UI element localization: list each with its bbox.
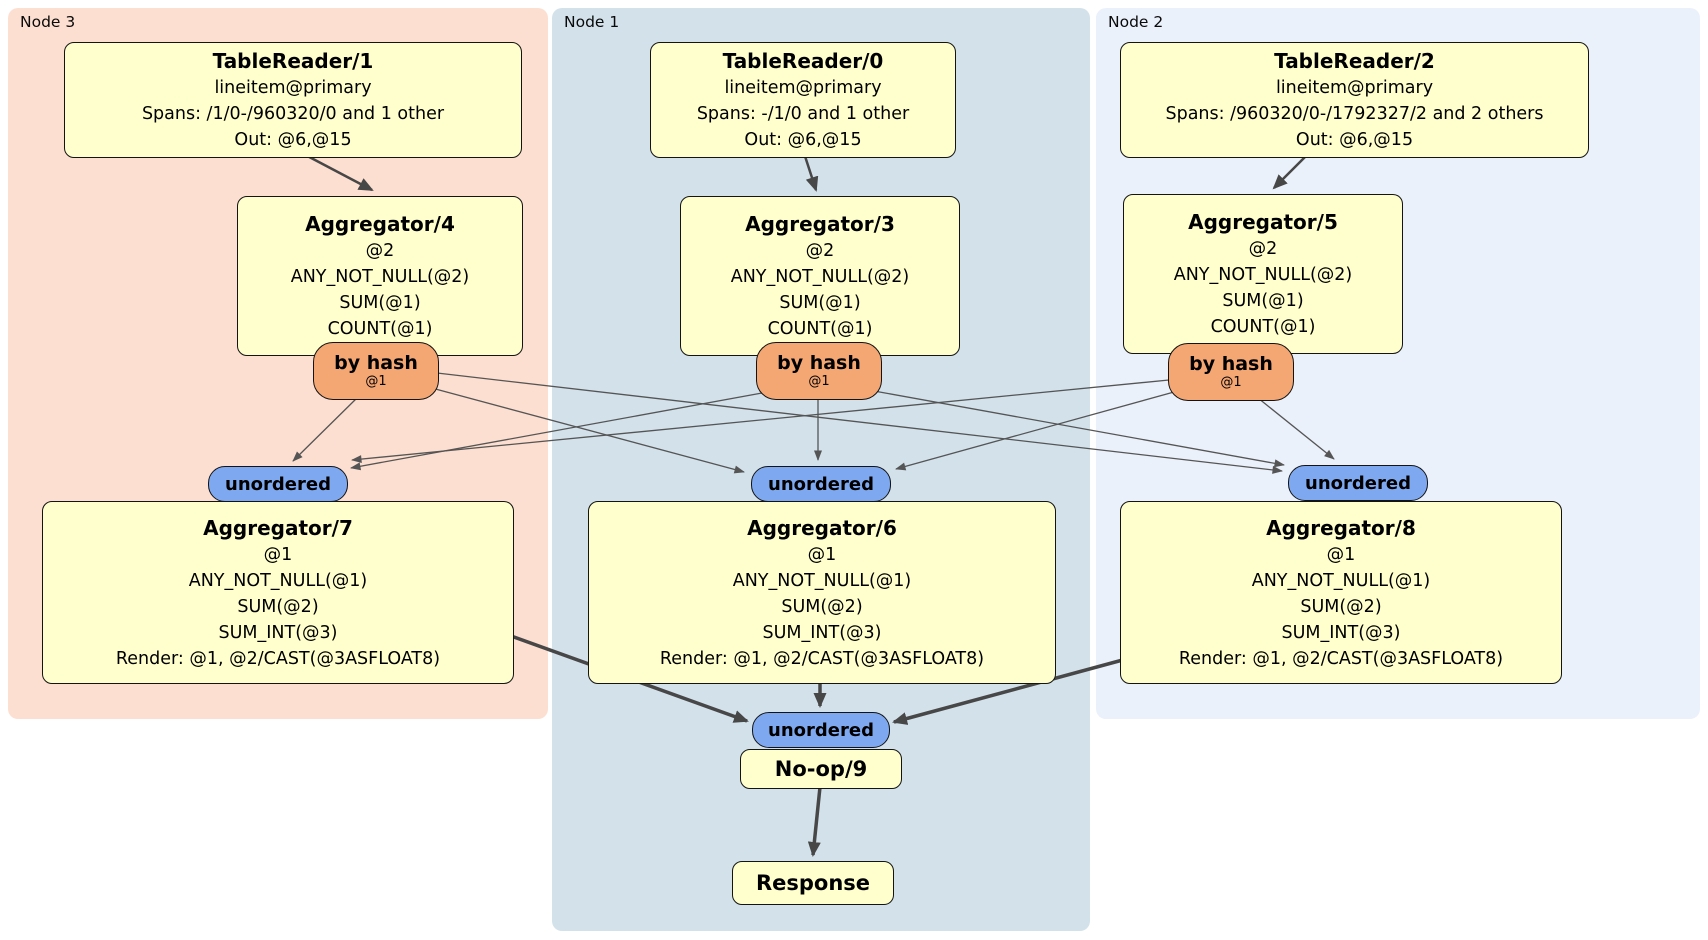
edge-hash3-unordered-right [873, 390, 1285, 468]
aggregator-4-fn-2: SUM(@1) [339, 293, 421, 313]
aggregator-6-fn-1: ANY_NOT_NULL(@1) [732, 570, 912, 591]
tablereader-2-title: TableReader/2 [1274, 49, 1435, 73]
noop-9-box: No-op/9 [740, 749, 902, 789]
aggregator-7-fn-3: SUM_INT(@3) [218, 622, 338, 643]
aggregator-8-title: Aggregator/8 [1266, 515, 1416, 540]
tablereader-2-box: TableReader/2 lineitem@primary Spans: /9… [1120, 42, 1589, 158]
aggregator-8-fn-3: SUM_INT(@3) [1281, 622, 1401, 643]
aggregator-7-fn-2: SUM(@2) [237, 596, 319, 617]
aggregator-4-fn-3: COUNT(@1) [327, 319, 433, 339]
tablereader-1-spans: Spans: /1/0-/960320/0 and 1 other [141, 104, 445, 124]
aggregator-3-fn-3: COUNT(@1) [767, 319, 873, 339]
aggregator-5-fn-1: ANY_NOT_NULL(@2) [1173, 265, 1353, 285]
aggregator-8-group-cols: @1 [1326, 544, 1356, 565]
by-hash-router-node3: by hash @1 [313, 342, 439, 400]
aggregator-3-fn-1: ANY_NOT_NULL(@2) [730, 267, 910, 287]
noop-9-title: No-op/9 [774, 757, 868, 781]
response-box: Response [732, 861, 894, 905]
unordered-sync-node1: unordered [751, 466, 891, 502]
tablereader-0-spans: Spans: -/1/0 and 1 other [696, 104, 910, 124]
aggregator-7-render: Render: @1, @2/CAST(@3ASFLOAT8) [115, 648, 441, 669]
aggregator-8-box: Aggregator/8 @1 ANY_NOT_NULL(@1) SUM(@2)… [1120, 501, 1562, 684]
aggregator-7-title: Aggregator/7 [203, 515, 353, 540]
response-title: Response [755, 871, 871, 895]
by-hash-router-node2: by hash @1 [1168, 343, 1294, 401]
final-unordered-sync: unordered [752, 712, 890, 748]
edge-hash3-unordered-left [350, 392, 763, 471]
aggregator-3-group-cols: @2 [805, 241, 835, 261]
aggregator-3-fn-2: SUM(@1) [779, 293, 861, 313]
tablereader-0-box: TableReader/0 lineitem@primary Spans: -/… [650, 42, 956, 158]
unordered-sync-node2: unordered [1288, 465, 1428, 501]
node-2-label: Node 2 [1108, 13, 1164, 31]
by-hash-router-node3-label: by hash [334, 352, 418, 374]
node-1-label: Node 1 [564, 13, 620, 31]
tablereader-1-title: TableReader/1 [212, 49, 374, 73]
by-hash-router-node2-label: by hash [1189, 353, 1273, 375]
by-hash-router-node1: by hash @1 [756, 342, 882, 400]
aggregator-6-title: Aggregator/6 [747, 515, 897, 540]
edge-hash5-unordered-right [1257, 397, 1335, 460]
aggregator-6-render: Render: @1, @2/CAST(@3ASFLOAT8) [659, 648, 985, 669]
edge-hash4-unordered-center [427, 386, 745, 474]
edge-aggregator8-final-unordered [892, 656, 1131, 725]
aggregator-4-box: Aggregator/4 @2 ANY_NOT_NULL(@2) SUM(@1)… [237, 196, 523, 356]
aggregator-5-group-cols: @2 [1248, 239, 1278, 259]
edge-hash5-unordered-center [895, 391, 1175, 471]
aggregator-4-fn-1: ANY_NOT_NULL(@2) [290, 267, 470, 287]
tablereader-1-index: lineitem@primary [214, 78, 372, 98]
by-hash-router-node1-label: by hash [777, 352, 861, 374]
tablereader-0-title: TableReader/0 [722, 49, 884, 73]
aggregator-8-render: Render: @1, @2/CAST(@3ASFLOAT8) [1178, 648, 1504, 669]
aggregator-3-box: Aggregator/3 @2 ANY_NOT_NULL(@2) SUM(@1)… [680, 196, 960, 356]
by-hash-router-node2-cols: @1 [1220, 375, 1242, 390]
aggregator-7-box: Aggregator/7 @1 ANY_NOT_NULL(@1) SUM(@2)… [42, 501, 514, 684]
edge-hash4-unordered-right [436, 372, 1283, 474]
node-3-label: Node 3 [20, 13, 76, 31]
tablereader-1-box: TableReader/1 lineitem@primary Spans: /1… [64, 42, 522, 158]
aggregator-7-group-cols: @1 [263, 544, 293, 565]
aggregator-5-box: Aggregator/5 @2 ANY_NOT_NULL(@2) SUM(@1)… [1123, 194, 1403, 354]
tablereader-2-spans: Spans: /960320/0-/1792327/2 and 2 others [1165, 104, 1544, 124]
tablereader-2-out: Out: @6,@15 [1295, 130, 1414, 150]
aggregator-5-fn-2: SUM(@1) [1222, 291, 1304, 311]
aggregator-6-box: Aggregator/6 @1 ANY_NOT_NULL(@1) SUM(@2)… [588, 501, 1056, 684]
aggregator-8-fn-1: ANY_NOT_NULL(@1) [1251, 570, 1431, 591]
aggregator-8-fn-2: SUM(@2) [1300, 596, 1382, 617]
edge-noop-response [807, 786, 822, 857]
tablereader-1-out: Out: @6,@15 [234, 130, 352, 150]
aggregator-3-title: Aggregator/3 [745, 212, 895, 236]
by-hash-router-node3-cols: @1 [365, 374, 387, 389]
aggregator-6-group-cols: @1 [807, 544, 837, 565]
edge-hash4-unordered-left [292, 394, 361, 462]
tablereader-0-index: lineitem@primary [724, 78, 882, 98]
aggregator-7-fn-1: ANY_NOT_NULL(@1) [188, 570, 368, 591]
edge-hash5-unordered-left [351, 379, 1170, 464]
tablereader-0-out: Out: @6,@15 [744, 130, 862, 150]
aggregator-6-fn-2: SUM(@2) [781, 596, 863, 617]
aggregator-5-fn-3: COUNT(@1) [1210, 317, 1316, 337]
aggregator-5-title: Aggregator/5 [1188, 210, 1338, 234]
aggregator-6-fn-3: SUM_INT(@3) [762, 622, 882, 643]
by-hash-router-node1-cols: @1 [808, 374, 830, 389]
aggregator-4-group-cols: @2 [365, 241, 395, 261]
aggregator-4-title: Aggregator/4 [305, 212, 455, 236]
unordered-sync-node3: unordered [208, 466, 348, 502]
tablereader-2-index: lineitem@primary [1275, 78, 1434, 98]
